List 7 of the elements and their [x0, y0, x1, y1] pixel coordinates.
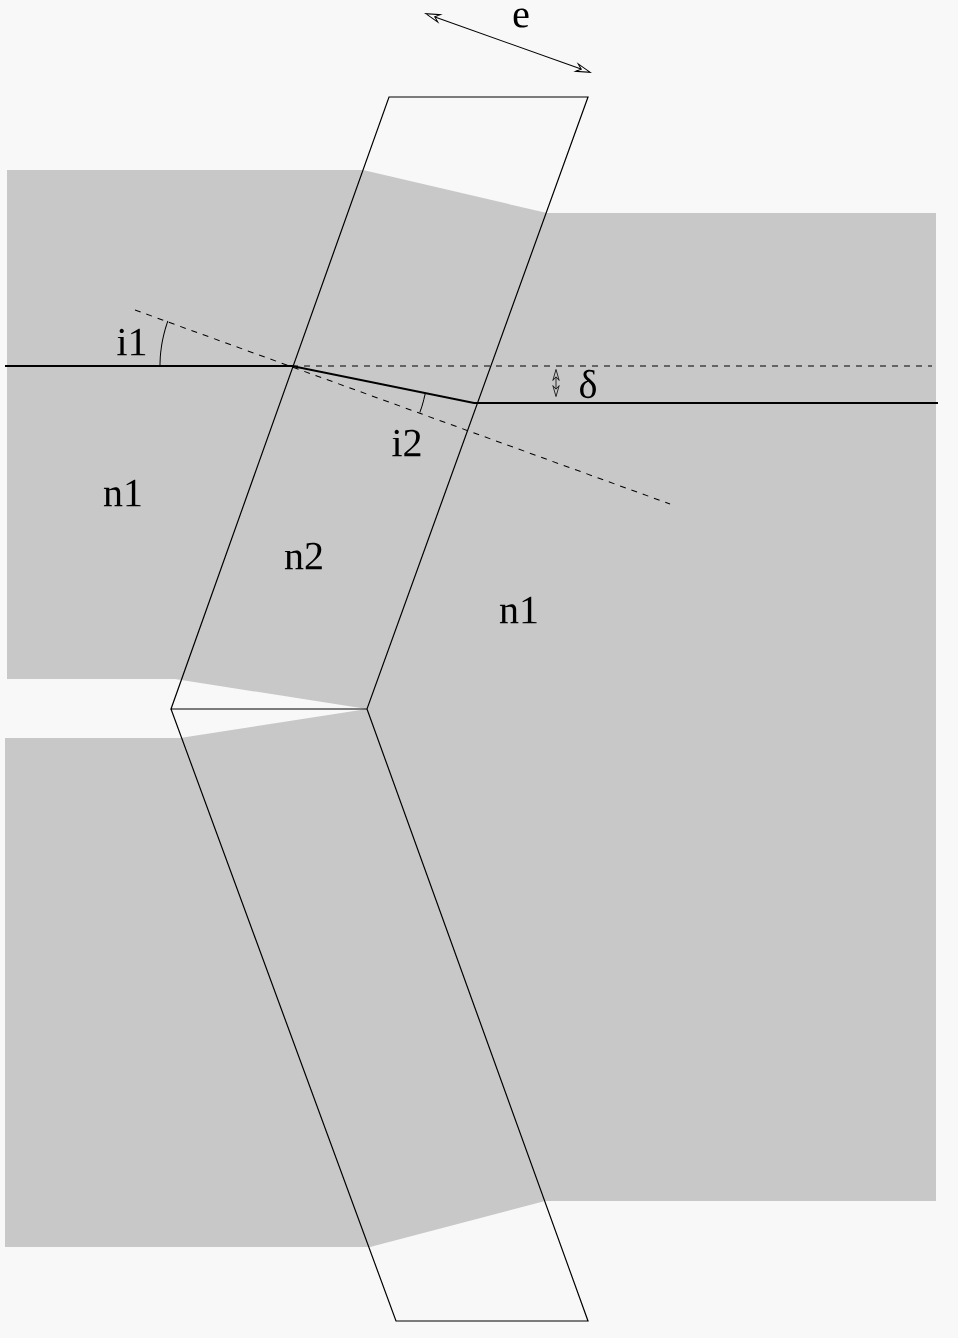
- symbol-label: n1: [499, 596, 537, 624]
- symbol-label: i1: [117, 328, 146, 356]
- symbol-label: e: [513, 8, 529, 28]
- symbol-label: n1: [103, 479, 141, 507]
- symbol-label: n2: [284, 542, 322, 570]
- symbol-label: i2: [392, 429, 421, 457]
- symbol-label: δ: [580, 369, 596, 399]
